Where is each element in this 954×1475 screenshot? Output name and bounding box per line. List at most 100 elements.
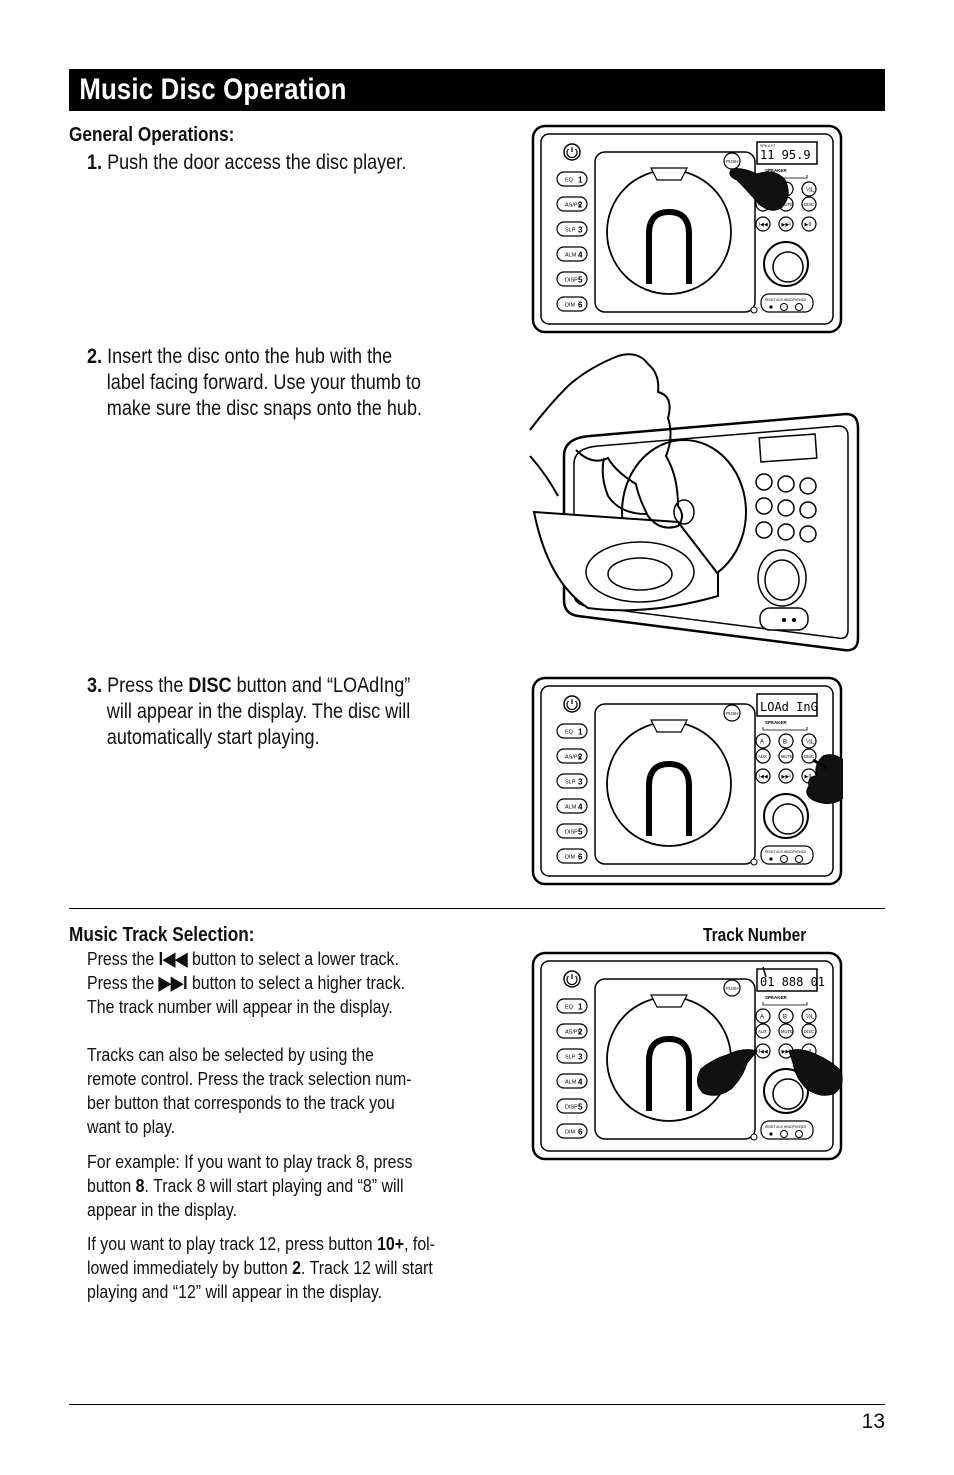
right-button: [755, 1023, 771, 1039]
right-button: [778, 748, 794, 764]
prev-track-icon: I◀◀: [158, 948, 188, 969]
left-button: [556, 848, 588, 864]
transport-button: [801, 216, 817, 232]
step-1: 1. Push the door access the disc player.: [87, 150, 406, 176]
left-button-number: 6: [578, 1128, 583, 1137]
lcd-text: 11 95.9: [760, 148, 811, 162]
left-button-number: 4: [578, 803, 583, 812]
left-button: [556, 196, 588, 212]
left-button: [556, 723, 588, 739]
right-button: [778, 1008, 794, 1024]
step-2-line-1: Insert the disc onto the hub with the: [107, 345, 393, 368]
step-2-line-3: make sure the disc snaps onto the hub.: [106, 397, 423, 420]
right-button-label: AUX: [758, 754, 767, 759]
lcd-display: [756, 968, 818, 992]
disc-window: [606, 169, 732, 295]
step-2-line-2: label facing forward. Use your thumb to: [106, 371, 421, 394]
lcd-text: LOAd InG: [760, 700, 818, 714]
right-button-label: AUX: [758, 1029, 767, 1034]
right-button-label: B: [783, 740, 787, 746]
left-button-number: 1: [578, 1003, 583, 1012]
left-button: [556, 1048, 588, 1064]
left-button-label: ALM: [565, 1080, 577, 1086]
transport-button: [778, 216, 794, 232]
left-button-label: EQ: [565, 730, 574, 736]
figure-insert-disc: [529, 353, 860, 652]
disc-window: [606, 996, 732, 1122]
left-button: [556, 296, 588, 312]
left-button-number: 3: [578, 226, 583, 235]
left-button-number: 4: [578, 251, 583, 260]
left-button: [556, 1098, 588, 1114]
track-para-3: For example: If you want to play track 8…: [87, 1151, 413, 1220]
left-button-label: DISP: [565, 830, 578, 836]
jack-label: RESET AUX HEADPHONES: [765, 1125, 806, 1129]
left-button-label: AS/PS: [565, 755, 582, 761]
step-2: 2. Insert the disc onto the hub with the…: [87, 344, 422, 422]
left-button-label: DISP: [565, 1105, 578, 1111]
transport-icon: ▶II: [805, 774, 812, 780]
right-button-label: MUTE: [781, 202, 793, 207]
right-button-label: A: [760, 740, 764, 746]
left-button: [556, 1123, 588, 1139]
speaker-label: SPEAKER: [765, 168, 788, 173]
right-button: [778, 733, 794, 749]
transport-icon: ▶▶I: [782, 222, 791, 228]
section-divider: [69, 908, 885, 909]
track-para-2: Tracks can also be selected by using the…: [87, 1044, 412, 1137]
left-button: [556, 1023, 588, 1039]
left-button-number: 3: [578, 778, 583, 787]
next-track-icon: ▶▶I: [158, 972, 188, 993]
pointing-hand-icon: [788, 1049, 843, 1096]
right-button: [755, 748, 771, 764]
transport-button: [778, 768, 794, 784]
left-button-number: 6: [578, 853, 583, 862]
transport-icon: ▶II: [805, 222, 812, 228]
left-button: [556, 998, 588, 1014]
left-button-number: 2: [578, 753, 583, 762]
left-button: [556, 171, 588, 187]
push-label: PUSH: [726, 986, 739, 991]
left-button: [556, 823, 588, 839]
push-button: [723, 704, 741, 722]
disc-window: [606, 721, 732, 847]
footer-rule: [69, 1404, 885, 1405]
left-button-label: AS/PS: [565, 203, 582, 209]
transport-button: [755, 768, 771, 784]
left-button-number: 5: [578, 1103, 583, 1112]
general-operations-heading: General Operations:: [69, 124, 235, 146]
left-button-number: 2: [578, 1028, 583, 1037]
right-button: [778, 1023, 794, 1039]
left-button-label: DIM: [565, 303, 576, 309]
right-button: [801, 748, 817, 764]
volume-knob: [763, 241, 809, 287]
page-title: Music Disc Operation: [79, 73, 347, 106]
left-button-label: SLP: [565, 1055, 576, 1061]
section-header-bar: Music Disc Operation: [69, 69, 885, 111]
left-button-number: 1: [578, 728, 583, 737]
right-button-label: ½L: [806, 739, 815, 746]
left-button: [556, 271, 588, 287]
right-button: [801, 733, 817, 749]
transport-icon: I◀◀: [759, 1049, 768, 1055]
track-para-1: Press the I◀◀ button to select a lower t…: [87, 948, 406, 1017]
transport-icon: I◀◀: [759, 222, 768, 228]
pointing-hand-icon: [697, 1049, 758, 1096]
right-button-label: DISC: [804, 1029, 814, 1034]
transport-icon: ▶▶I: [782, 1049, 791, 1055]
push-button: [723, 152, 741, 170]
device-inner-frame: [540, 133, 834, 325]
left-button-number: 1: [578, 176, 583, 185]
left-button-label: SLP: [565, 228, 576, 234]
step-2-number: 2.: [87, 345, 103, 368]
pointing-hand-icon: [806, 754, 843, 804]
right-button: [801, 196, 817, 212]
right-button-label: A: [760, 1015, 764, 1021]
left-button-number: 3: [578, 1053, 583, 1062]
right-button-label: ½L: [806, 187, 815, 194]
left-button-label: AS/PS: [565, 1030, 582, 1036]
lcd-display: [756, 693, 818, 717]
step-1-text: Push the door access the disc player.: [107, 151, 407, 174]
left-button: [556, 798, 588, 814]
